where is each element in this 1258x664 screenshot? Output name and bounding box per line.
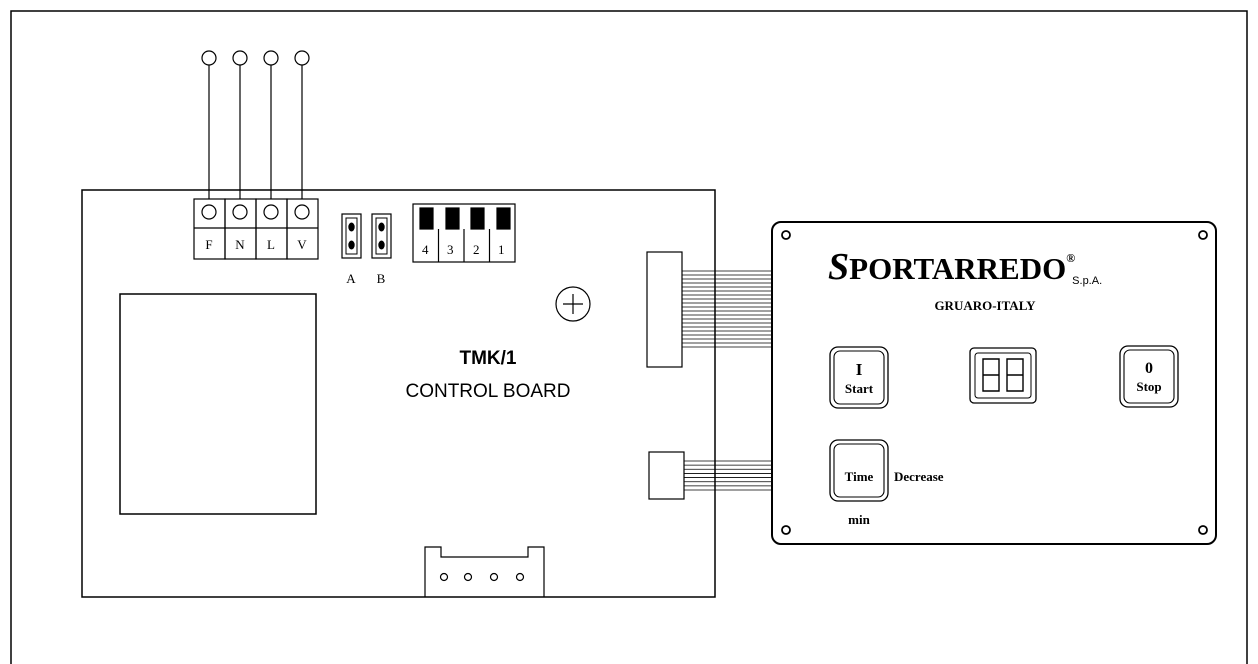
min-label: min	[848, 512, 870, 527]
ribbon-connector-bottom	[648, 451, 685, 500]
dip-switch-1	[496, 207, 511, 230]
brand-name: PORTARREDO	[849, 251, 1066, 286]
terminal-label-v: V	[297, 237, 307, 252]
bottom-connector	[424, 546, 545, 597]
wire-terminal-n	[232, 50, 248, 66]
wire-terminal-f	[201, 50, 217, 66]
start-button-symbol: I	[856, 360, 863, 379]
wire-terminal-l	[263, 50, 279, 66]
control-board	[81, 189, 716, 598]
crosshair-icon	[555, 286, 591, 322]
terminal-labels: F N L V	[205, 237, 307, 252]
terminal-block	[193, 198, 319, 260]
panel-screws	[781, 230, 1208, 535]
board-model: TMK/1	[460, 348, 517, 369]
dip-label-4: 4	[422, 242, 429, 257]
screw-icon	[1198, 230, 1208, 240]
control-panel	[771, 221, 1217, 545]
time-button[interactable]: Time	[829, 439, 889, 502]
start-button[interactable]: I Start	[829, 346, 889, 409]
dip-label-3: 3	[447, 242, 454, 257]
ribbon-connector-top	[646, 251, 683, 368]
jumper-b	[371, 213, 392, 259]
jumper-label-b: B	[377, 271, 386, 286]
ribbon-cable-bottom	[684, 460, 772, 491]
display-digit-left	[982, 358, 1000, 392]
time-display	[969, 347, 1037, 404]
jumper-label-a: A	[346, 271, 356, 286]
outer-frame	[10, 10, 1248, 664]
transformer	[119, 293, 317, 515]
stop-button[interactable]: 0 Stop	[1119, 345, 1179, 408]
terminal-label-l: L	[267, 237, 275, 252]
jumper-a	[341, 213, 362, 259]
ribbon-cable-top	[682, 270, 772, 348]
terminal-label-f: F	[205, 237, 212, 252]
decrease-label: Decrease	[894, 469, 944, 484]
screw-icon	[781, 230, 791, 240]
jumpers	[341, 213, 392, 259]
stop-button-symbol: 0	[1145, 360, 1153, 377]
dip-switch-2	[470, 207, 485, 230]
dip-label-1: 1	[498, 242, 505, 257]
brand-initial: S	[828, 246, 849, 288]
stop-button-label: Stop	[1136, 379, 1161, 394]
registered-mark: ®	[1066, 251, 1075, 265]
dip-switch-block	[412, 203, 516, 263]
screw-icon	[781, 525, 791, 535]
terminal-label-n: N	[235, 237, 245, 252]
screw-icon	[1198, 525, 1208, 535]
start-button-label: Start	[845, 381, 874, 396]
dip-switch-3	[445, 207, 460, 230]
board-name: CONTROL BOARD	[405, 381, 570, 402]
brand-location: GRUARO-ITALY	[934, 298, 1036, 313]
brand-logo: SPORTARREDO® S.p.A.	[828, 246, 1102, 288]
dip-switch-4	[419, 207, 434, 230]
dip-label-2: 2	[473, 242, 480, 257]
brand-suffix: S.p.A.	[1072, 275, 1102, 287]
display-digit-right	[1006, 358, 1024, 392]
wire-terminal-v	[294, 50, 310, 66]
time-button-label: Time	[845, 469, 874, 484]
input-wires	[201, 50, 310, 199]
